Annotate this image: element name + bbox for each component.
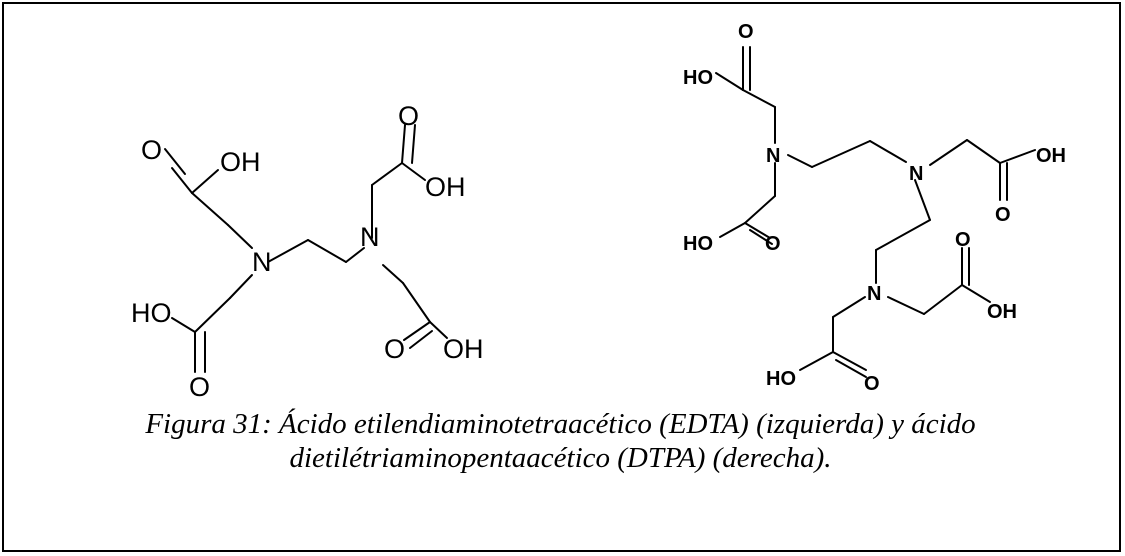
dtpa-ho-bottom: HO <box>766 368 796 390</box>
dtpa-n-middle: N <box>909 163 923 185</box>
edta-oh-top-left: OH <box>220 147 261 177</box>
edta-o-top-left: O <box>141 135 162 165</box>
dtpa-structure: O HO N N OH O HO O O N OH HO O <box>683 21 1066 395</box>
edta-n-left: N <box>252 247 272 277</box>
edta-o-top-right: O <box>398 101 419 131</box>
dtpa-o-bottom: O <box>864 373 880 395</box>
figure-caption: Figura 31: Ácido etilendiaminotetraacéti… <box>0 407 1121 475</box>
edta-n-right: N <box>360 222 380 252</box>
dtpa-ho-top: HO <box>683 67 713 89</box>
dtpa-o-left: O <box>765 233 781 255</box>
caption-line-1: Figura 31: Ácido etilendiaminotetraacéti… <box>145 408 976 440</box>
edta-ho-bottom-left: HO <box>131 298 172 328</box>
edta-oh-top-right: OH <box>425 172 466 202</box>
dtpa-ho-left: HO <box>683 233 713 255</box>
dtpa-n-bottom: N <box>867 283 881 305</box>
dtpa-oh-right: OH <box>1036 145 1066 167</box>
dtpa-o-right: O <box>995 204 1011 226</box>
caption-line-2: dietilétriaminopentaacético (DTPA) (dere… <box>289 442 832 474</box>
dtpa-n-left: N <box>766 145 780 167</box>
dtpa-o-top: O <box>738 21 754 43</box>
edta-o-bottom-left: O <box>189 372 210 402</box>
dtpa-oh-bottom-right: OH <box>987 301 1017 323</box>
edta-oh-bottom-right: OH <box>443 334 484 364</box>
edta-structure: N N O OH O OH HO O O OH <box>131 101 484 402</box>
dtpa-o-bottom-right-top: O <box>955 229 971 251</box>
edta-o-bottom-right: O <box>384 334 405 364</box>
